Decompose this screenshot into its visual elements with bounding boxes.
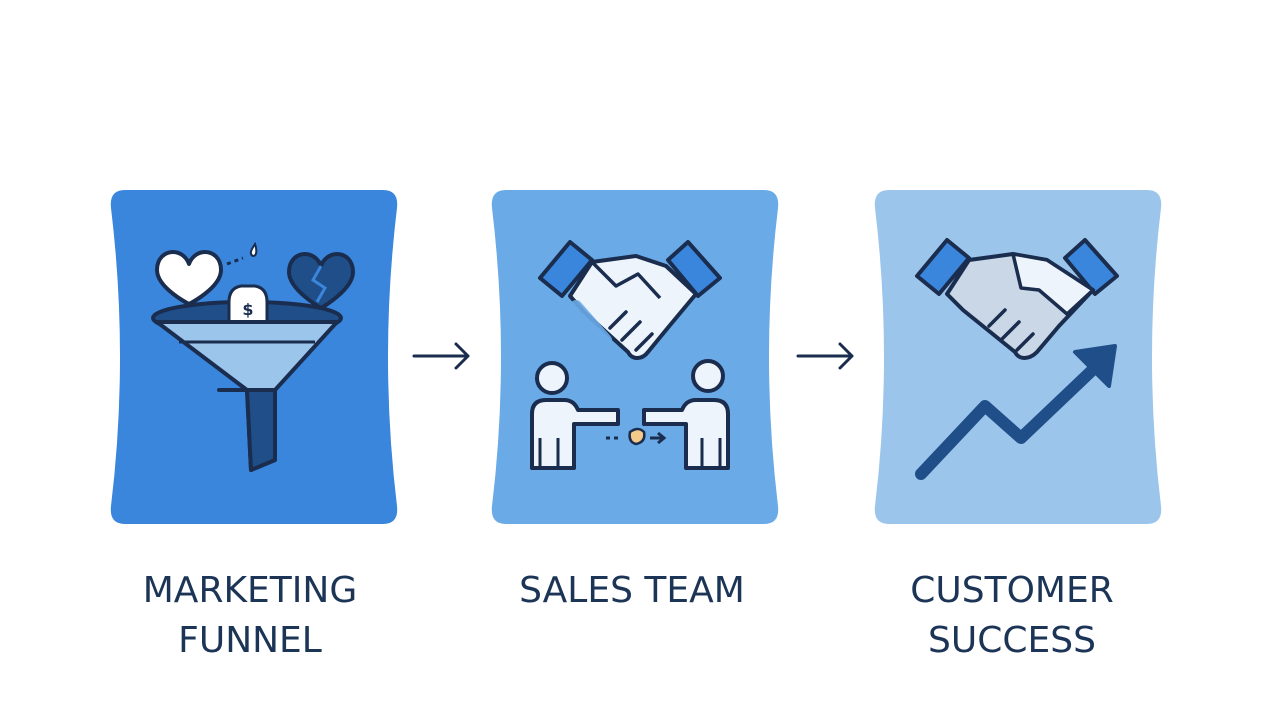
marketing-funnel-card: $	[107, 190, 401, 524]
sales-handshake-icon	[491, 190, 779, 524]
step-label-customer-success: CUSTOMER SUCCESS	[832, 566, 1192, 666]
marketing-funnel-icon: $	[110, 190, 398, 524]
step-label-line: MARKETING	[142, 570, 358, 611]
svg-text:$: $	[242, 300, 253, 319]
arrow-right-icon	[410, 336, 474, 376]
customer-success-growth-icon	[874, 190, 1162, 524]
heart-icon	[155, 250, 223, 306]
customer-success-card	[871, 190, 1165, 524]
step-label-line: SALES TEAM	[519, 570, 745, 611]
step-label-line: FUNNEL	[178, 620, 322, 661]
sales-team-card	[488, 190, 782, 524]
step-label-line: CUSTOMER	[910, 570, 1114, 611]
arrow-right-icon	[794, 336, 858, 376]
step-label-sales-team: SALES TEAM	[452, 566, 812, 616]
step-label-line: SUCCESS	[928, 620, 1096, 661]
step-label-marketing-funnel: MARKETING FUNNEL	[70, 566, 430, 666]
